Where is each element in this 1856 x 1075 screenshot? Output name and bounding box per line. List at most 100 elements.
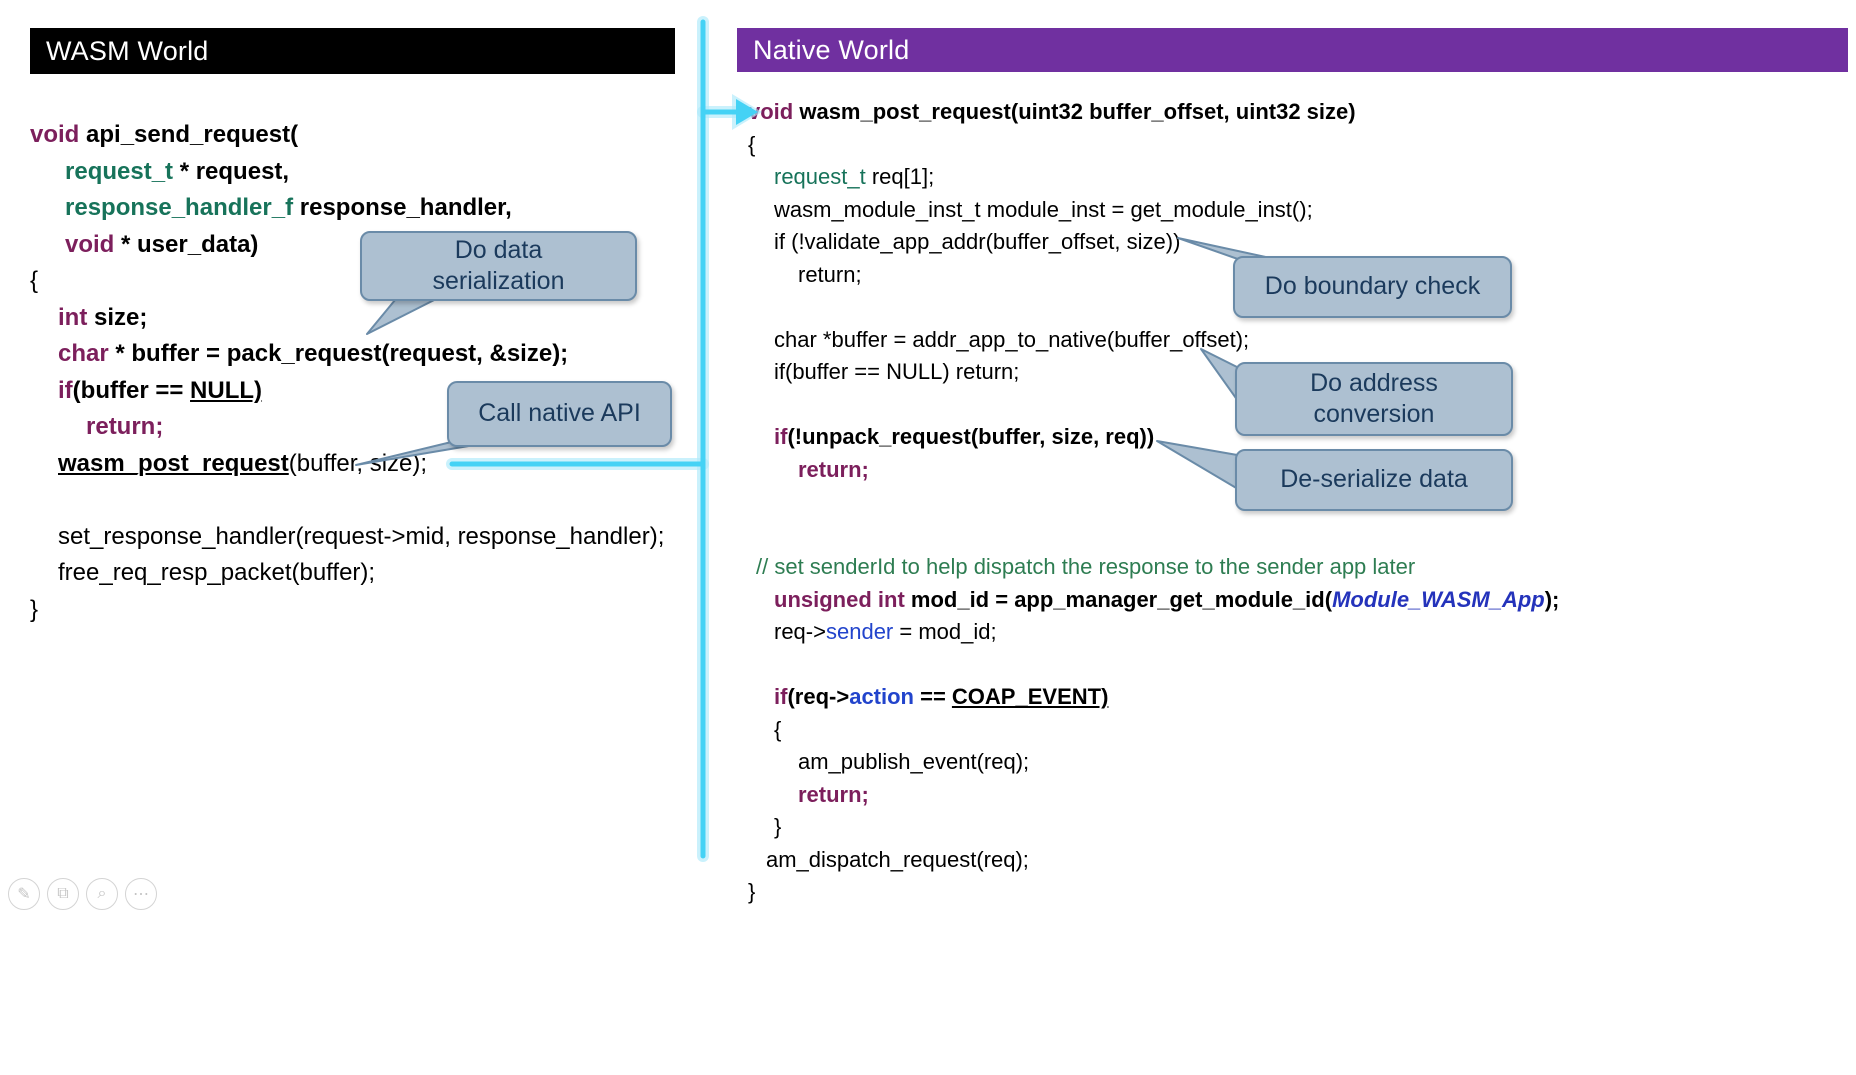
code-line (748, 649, 1559, 682)
code-token: COAP_EVENT) (951, 684, 1109, 709)
code-line: void wasm_post_request(uint32 buffer_off… (748, 96, 1559, 129)
code-token: wasm_post_request(uint32 buffer_offset, … (799, 99, 1356, 124)
slides-icon[interactable]: ⧉ (47, 878, 79, 910)
code-token: request_t (774, 164, 866, 189)
code-token: void (30, 121, 87, 148)
presentation-controls: ✎⧉⌕⋯ (8, 878, 157, 910)
code-token: (req-> (787, 684, 850, 709)
callout-do-address-conversion: Do address conversion (1235, 362, 1513, 436)
code-token: request_t (65, 157, 180, 185)
code-line: if (!validate_app_addr(buffer_offset, si… (748, 226, 1559, 259)
code-token: sender (825, 619, 894, 644)
code-line: set_response_handler(request->mid, respo… (30, 519, 664, 556)
code-token: wasm_post_request (58, 449, 289, 477)
callout-do-address-conversion-label: Do address conversion (1310, 368, 1438, 428)
code-token: ); (1544, 586, 1560, 612)
code-line: unsigned int mod_id = app_manager_get_mo… (748, 584, 1559, 617)
code-token: * buffer = pack_request(request, &size); (115, 340, 569, 367)
code-token: } (748, 879, 756, 904)
code-line: req->sender = mod_id; (748, 616, 1559, 649)
code-token: mod_id = app_manager_get_module_id( (910, 586, 1333, 612)
wasm-code-block: void api_send_request(request_t * reques… (30, 117, 664, 628)
native-world-header-label: Native World (753, 34, 910, 65)
code-token: am_publish_event(req); (798, 749, 1030, 774)
code-token: (!unpack_request(buffer, size, req)) (787, 424, 1155, 449)
code-token: // set senderId to help dispatch the res… (756, 554, 1416, 579)
code-token: * request, (179, 157, 290, 185)
code-token: == (914, 684, 952, 709)
code-token: am_dispatch_request(req); (766, 846, 1029, 872)
code-line: return; (30, 409, 664, 446)
code-line: wasm_module_inst_t module_inst = get_mod… (748, 194, 1559, 227)
code-token: wasm_module_inst_t module_inst = get_mod… (774, 196, 1313, 222)
code-token: req-> (774, 619, 826, 644)
native-world-header: Native World (737, 28, 1848, 72)
code-line: return; (748, 259, 1559, 292)
code-token: Module_WASM_App (1332, 586, 1545, 612)
code-token: { (30, 267, 39, 294)
code-token: return; (798, 781, 869, 807)
wasm-world-header-label: WASM World (46, 35, 209, 66)
code-line: } (748, 876, 1559, 909)
code-token: response_handler, (299, 194, 512, 221)
code-token: void (748, 99, 800, 124)
code-line (30, 482, 664, 519)
code-token: (buffer == (72, 376, 191, 404)
code-line: } (748, 811, 1559, 844)
code-line: response_handler_f response_handler, (30, 190, 664, 227)
code-token: return; (798, 261, 862, 287)
code-token: { (748, 131, 756, 157)
code-token: if (58, 376, 73, 404)
code-token: } (30, 595, 39, 623)
pen-icon[interactable]: ✎ (8, 878, 40, 910)
callout-do-boundary-check: Do boundary check (1233, 256, 1512, 318)
callout-call-native-api-label: Call native API (478, 399, 641, 428)
code-token: * user_data) (121, 230, 259, 258)
code-line: request_t * request, (30, 154, 664, 191)
code-token: if (!validate_app_addr(buffer_offset, si… (774, 229, 1181, 254)
code-token: api_send_request( (86, 121, 299, 148)
code-token: { (774, 716, 782, 742)
code-token: char *buffer = addr_app_to_native(buffer… (774, 326, 1250, 352)
code-token: if(buffer == NULL) return; (774, 359, 1020, 384)
code-line: int size; (30, 300, 664, 337)
code-line: } (30, 592, 664, 629)
callout-call-native-api: Call native API (447, 381, 672, 447)
code-line: { (30, 263, 664, 300)
code-token: action (849, 684, 914, 709)
zoom-icon[interactable]: ⌕ (86, 878, 118, 910)
code-token: void (65, 230, 122, 258)
code-line: if(req->action == COAP_EVENT) (748, 681, 1559, 714)
code-line: if(buffer == NULL) return; (748, 356, 1559, 389)
code-line: if(buffer == NULL) (30, 373, 664, 410)
code-token: return; (86, 413, 164, 440)
code-token: (buffer, size); (288, 449, 428, 477)
code-token: NULL) (190, 376, 263, 404)
code-line: return; (748, 779, 1559, 812)
code-token: char (58, 340, 116, 367)
code-token: if (774, 684, 788, 709)
code-line: am_dispatch_request(req); (748, 844, 1559, 877)
code-line: char *buffer = addr_app_to_native(buffer… (748, 324, 1559, 357)
code-token: } (774, 814, 782, 839)
code-token: = mod_id; (893, 619, 997, 644)
callout-do-data-serialization-label: Do data serialization (432, 235, 565, 295)
code-line: // set senderId to help dispatch the res… (748, 551, 1559, 584)
code-line: request_t req[1]; (748, 161, 1559, 194)
code-token: response_handler_f (65, 194, 300, 221)
more-icon[interactable]: ⋯ (125, 878, 157, 910)
code-token: set_response_handler(request->mid, respo… (58, 522, 665, 550)
wasm-world-header: WASM World (30, 28, 675, 74)
code-line: void api_send_request( (30, 117, 664, 154)
code-token: free_req_resp_packet(buffer); (58, 559, 376, 586)
native-code-block: void wasm_post_request(uint32 buffer_off… (748, 96, 1559, 909)
code-line: if(!unpack_request(buffer, size, req)) (748, 421, 1559, 454)
code-line: free_req_resp_packet(buffer); (30, 555, 664, 592)
code-line: { (748, 714, 1559, 747)
code-token: req[1]; (865, 164, 935, 189)
code-token: if (774, 424, 788, 449)
callout-do-boundary-check-label: Do boundary check (1264, 272, 1481, 301)
code-token: size; (94, 303, 148, 331)
callout-do-data-serialization: Do data serialization (360, 231, 637, 301)
